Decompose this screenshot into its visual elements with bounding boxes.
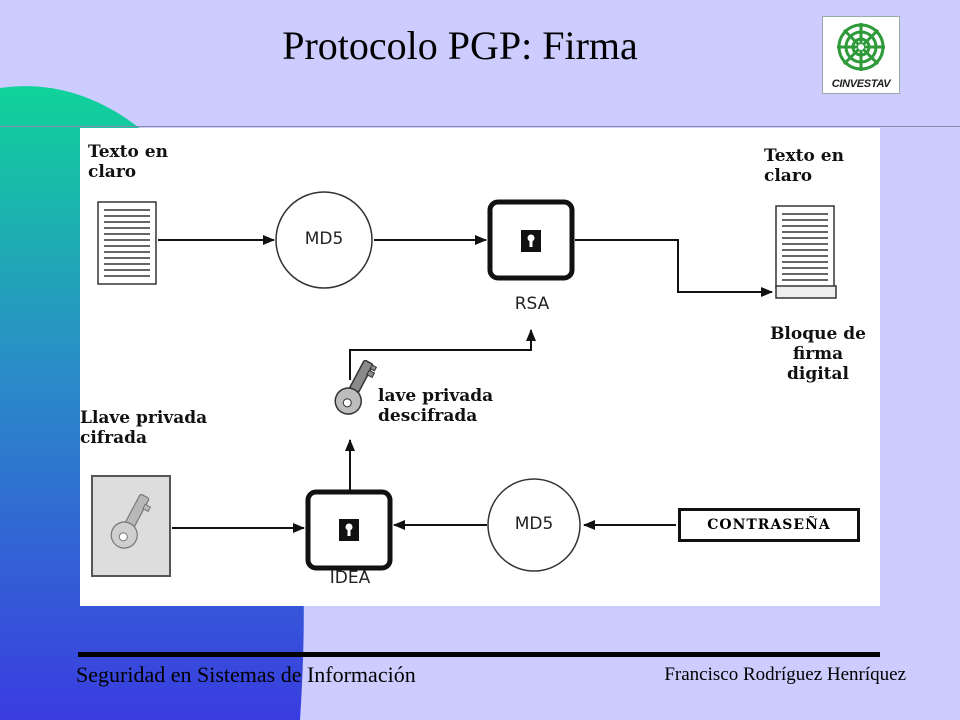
plain-text-document-left — [97, 201, 157, 285]
md5-label-bottom: MD5 — [514, 514, 554, 534]
cinvestav-logo: CINVESTAV — [822, 16, 900, 94]
logo-emblem-icon — [837, 23, 885, 71]
label-decrypted-key: lave privada descifrada — [378, 386, 494, 426]
signature-block-bar — [775, 285, 837, 299]
arrow-key-to-rsa — [349, 329, 536, 380]
decrypted-key-icon — [334, 359, 378, 415]
footer-author: Francisco Rodríguez Henríquez — [664, 664, 906, 685]
title-separator — [0, 126, 960, 127]
label-plain-text-right: Texto en claro — [764, 146, 844, 186]
encrypted-key-box — [91, 475, 171, 577]
logo-text: CINVESTAV — [831, 78, 891, 90]
idea-label: IDEA — [329, 568, 371, 588]
plain-text-document-right — [775, 205, 835, 289]
rsa-lock-icon — [487, 199, 575, 281]
label-plain-text-left: Texto en claro — [88, 142, 168, 182]
md5-label-top: MD5 — [304, 229, 344, 249]
slide-title: Protocolo PGP: Firma — [282, 23, 638, 68]
md5-hash-node-top — [275, 191, 373, 289]
footer-separator — [78, 652, 880, 657]
label-encrypted-key: Llave privada cifrada — [80, 408, 208, 448]
label-signature-block: Bloque de firma digital — [770, 324, 866, 384]
password-box: CONTRASEÑA — [678, 508, 860, 542]
arrow-rsa-to-signature — [575, 239, 773, 297]
pgp-signature-diagram: Texto en claro Texto en claro MD5 RSA Bl… — [80, 128, 880, 606]
footer-course: Seguridad en Sistemas de Información — [76, 662, 416, 687]
md5-hash-node-bottom — [487, 478, 581, 572]
rsa-label: RSA — [514, 294, 550, 314]
idea-lock-icon — [305, 489, 393, 571]
